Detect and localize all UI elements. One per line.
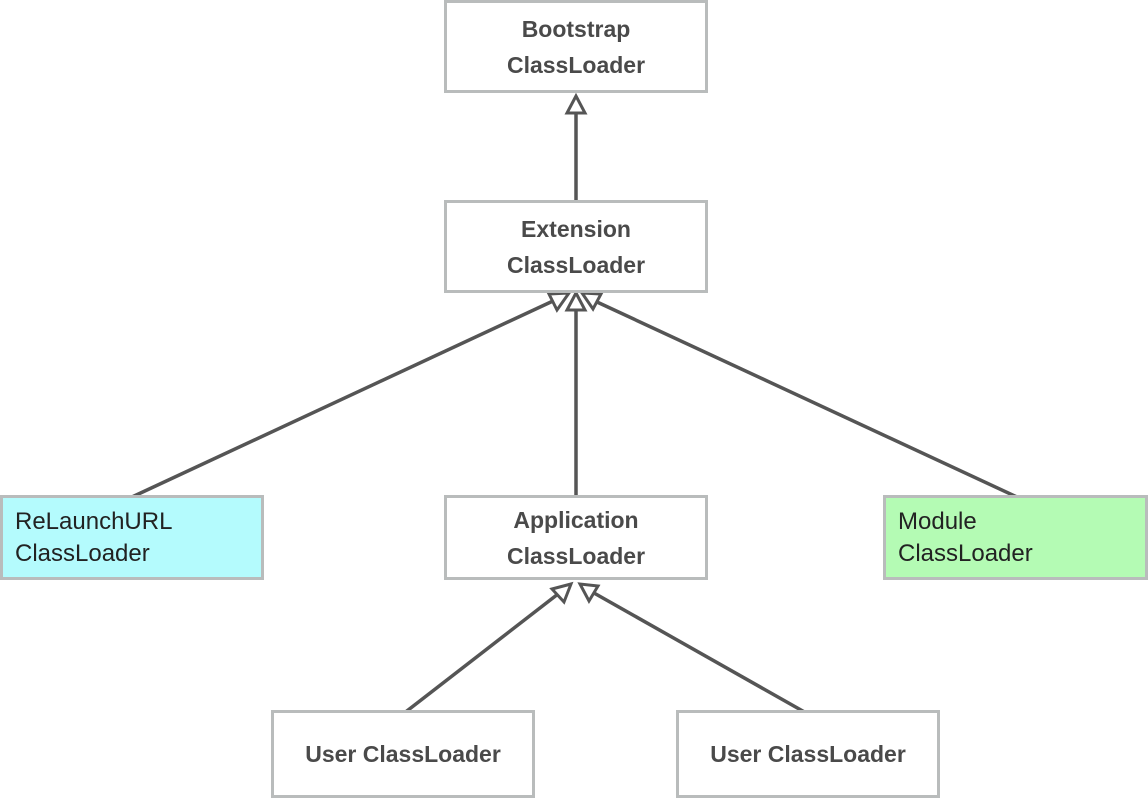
extension-classloader-box: Extension ClassLoader bbox=[444, 200, 708, 293]
application-label-line1: Application bbox=[513, 506, 639, 533]
edge-user2-application bbox=[593, 591, 809, 716]
arrowhead-extension-right-icon bbox=[579, 291, 604, 312]
extension-label-line2: ClassLoader bbox=[506, 251, 646, 278]
relaunchurl-classloader-box: ReLaunchURL ClassLoader bbox=[0, 495, 264, 580]
edge-user1-application bbox=[401, 592, 560, 716]
module-label-line2: ClassLoader bbox=[898, 539, 1033, 567]
bootstrap-label-line2: ClassLoader bbox=[506, 51, 646, 78]
relaunch-label-line2: ClassLoader bbox=[15, 539, 150, 567]
arrowhead-bootstrap-icon bbox=[564, 92, 588, 115]
user-classloader-box-1: User ClassLoader bbox=[271, 710, 535, 798]
module-label-line1: Module bbox=[898, 507, 977, 535]
bootstrap-classloader-box: Bootstrap ClassLoader bbox=[444, 0, 708, 93]
extension-label-line1: Extension bbox=[521, 215, 631, 242]
application-classloader-box: Application ClassLoader bbox=[444, 495, 708, 580]
arrowhead-application-right-icon bbox=[577, 582, 601, 605]
bootstrap-label-line1: Bootstrap bbox=[521, 15, 631, 42]
arrowhead-application-left-icon bbox=[549, 581, 574, 605]
user2-label: User ClassLoader bbox=[710, 741, 906, 767]
user-classloader-box-2: User ClassLoader bbox=[676, 710, 940, 798]
edge-module-extension bbox=[596, 300, 1018, 499]
application-label-line2: ClassLoader bbox=[506, 542, 646, 569]
module-classloader-box: Module ClassLoader bbox=[883, 495, 1148, 580]
edge-relaunch-extension bbox=[131, 299, 554, 499]
arrowhead-extension-left-icon bbox=[546, 291, 573, 313]
arrowhead-extension-center-icon bbox=[564, 289, 588, 312]
user1-label: User ClassLoader bbox=[305, 741, 501, 767]
relaunch-label-line1: ReLaunchURL bbox=[15, 507, 173, 535]
